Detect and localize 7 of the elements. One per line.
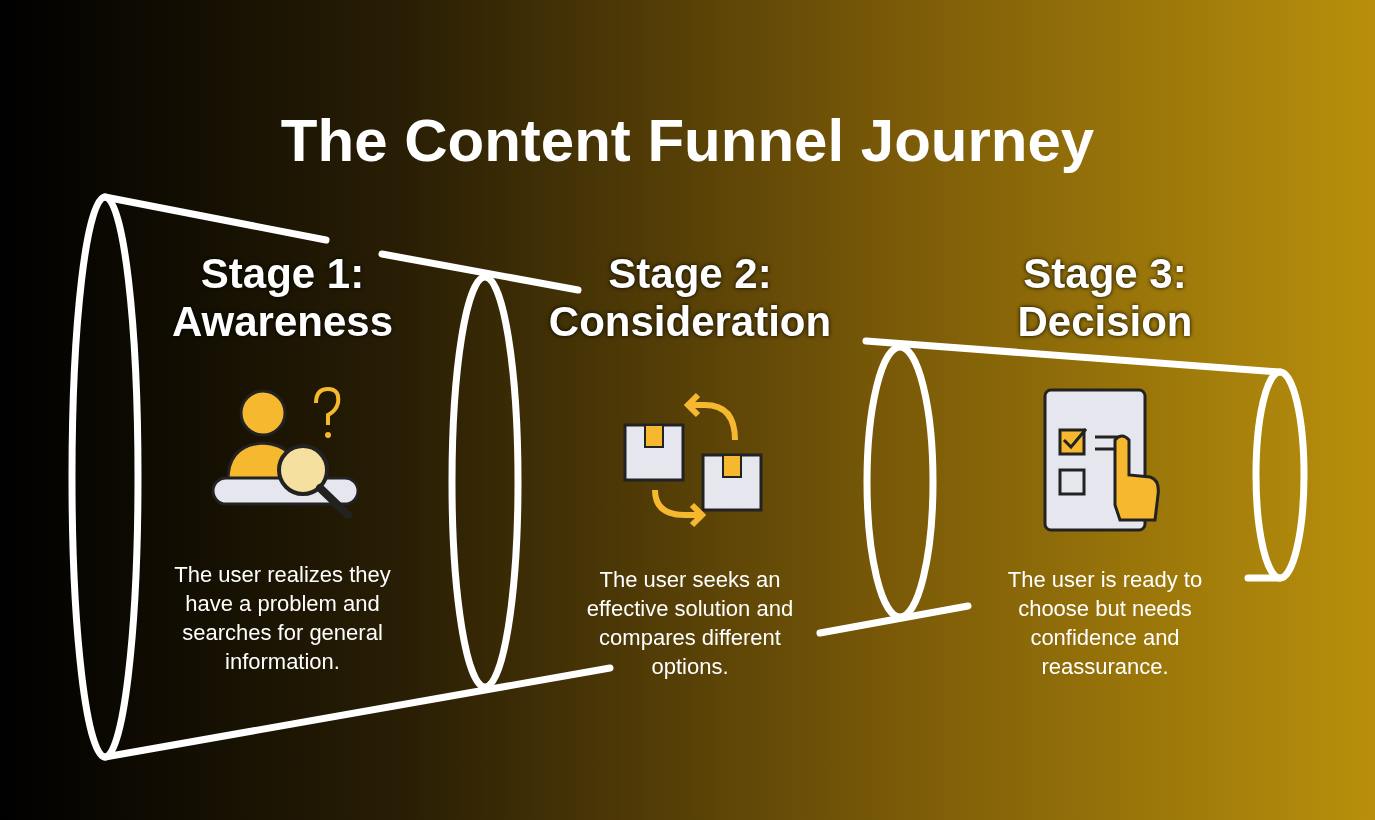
title: The Content Funnel Journey bbox=[280, 106, 1095, 176]
stage-description: The user is ready to choose but needs confidence and reassurance. bbox=[1006, 566, 1204, 681]
stage-heading: Stage 2: Consideration bbox=[547, 250, 833, 346]
stage-description: The user seeks an effective solution and compares different options. bbox=[585, 566, 795, 681]
stage-heading: Stage 1: Awareness bbox=[170, 250, 394, 346]
stage-description: The user realizes they have a problem and searches for general information. bbox=[173, 561, 392, 676]
stage-heading: Stage 3: Decision bbox=[1016, 250, 1194, 346]
